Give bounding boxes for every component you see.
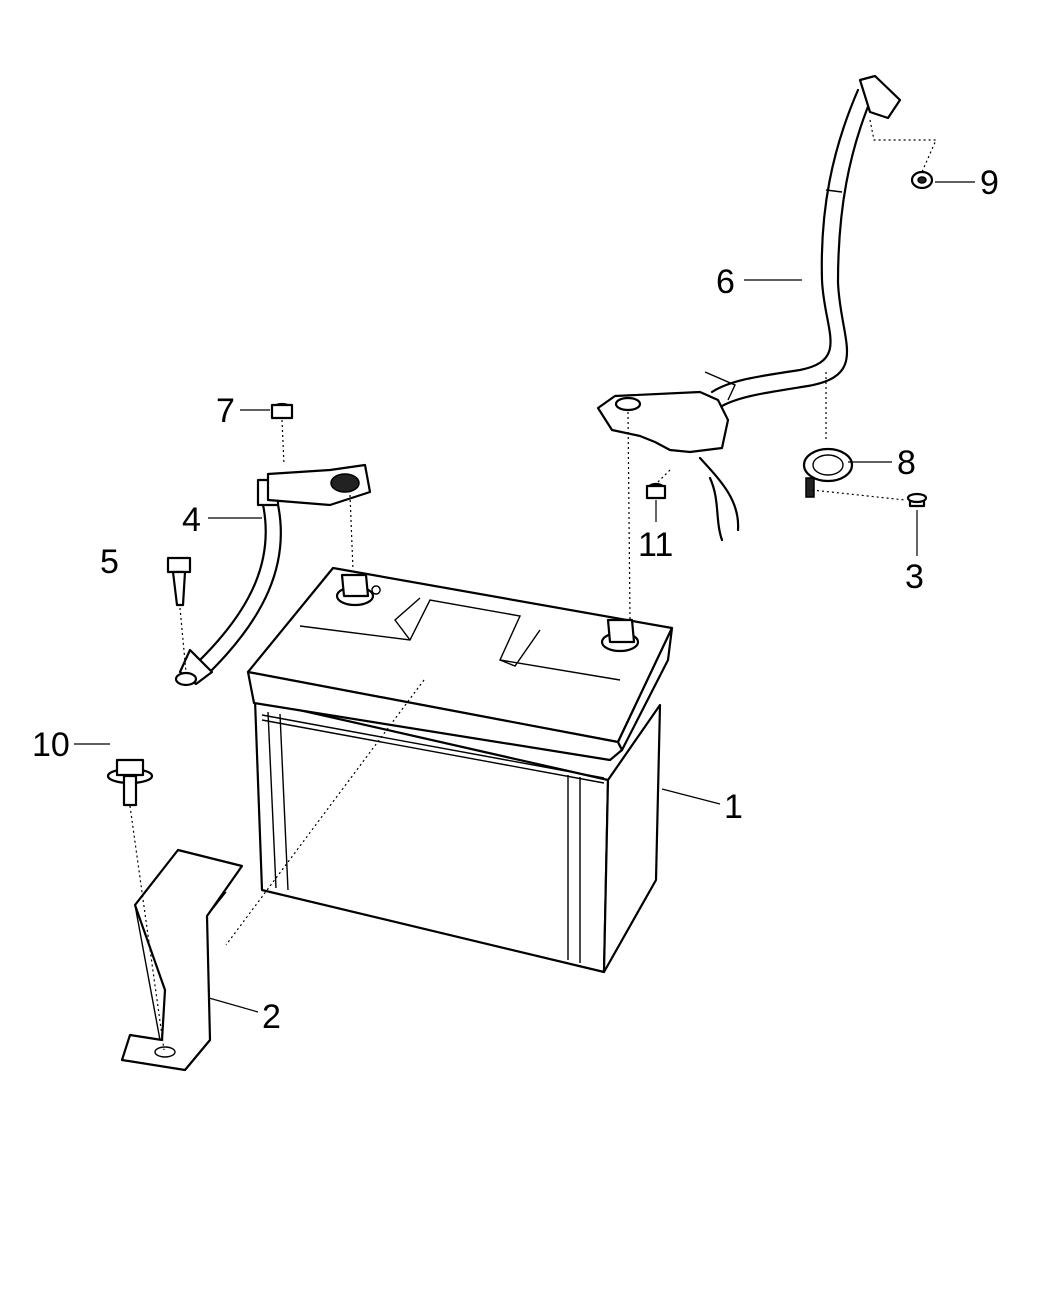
callout-bolt-3: 3 [905, 558, 924, 596]
callout-bolt-5: 5 [100, 543, 119, 581]
clip-8[interactable] [802, 447, 854, 498]
leader-lines [74, 181, 975, 1013]
bolt-5[interactable] [166, 556, 192, 607]
negative-battery-cable[interactable] [174, 463, 372, 687]
callout-nut-11: 11 [638, 526, 674, 564]
negative-terminal [335, 573, 381, 607]
callout-clip-8: 8 [897, 444, 916, 482]
nut-9[interactable] [910, 170, 934, 190]
bolt-3[interactable] [906, 492, 928, 508]
positive-terminal [600, 618, 640, 653]
callout-nut-7: 7 [216, 392, 235, 430]
battery[interactable] [246, 566, 674, 974]
nut-7[interactable] [270, 402, 294, 420]
positive-battery-cable[interactable] [596, 74, 902, 542]
callout-positive-cable: 6 [716, 263, 735, 301]
callout-nut-9: 9 [980, 164, 999, 202]
callout-hold-down-bracket: 2 [262, 998, 281, 1036]
nut-11[interactable] [645, 482, 667, 500]
hold-down-bracket[interactable] [120, 848, 244, 1072]
callout-battery: 1 [724, 788, 743, 826]
callout-bolt-10: 10 [32, 726, 70, 764]
assembly-guide-lines [129, 119, 937, 1051]
callout-negative-cable: 4 [182, 501, 201, 539]
bolt-10[interactable] [106, 758, 154, 807]
